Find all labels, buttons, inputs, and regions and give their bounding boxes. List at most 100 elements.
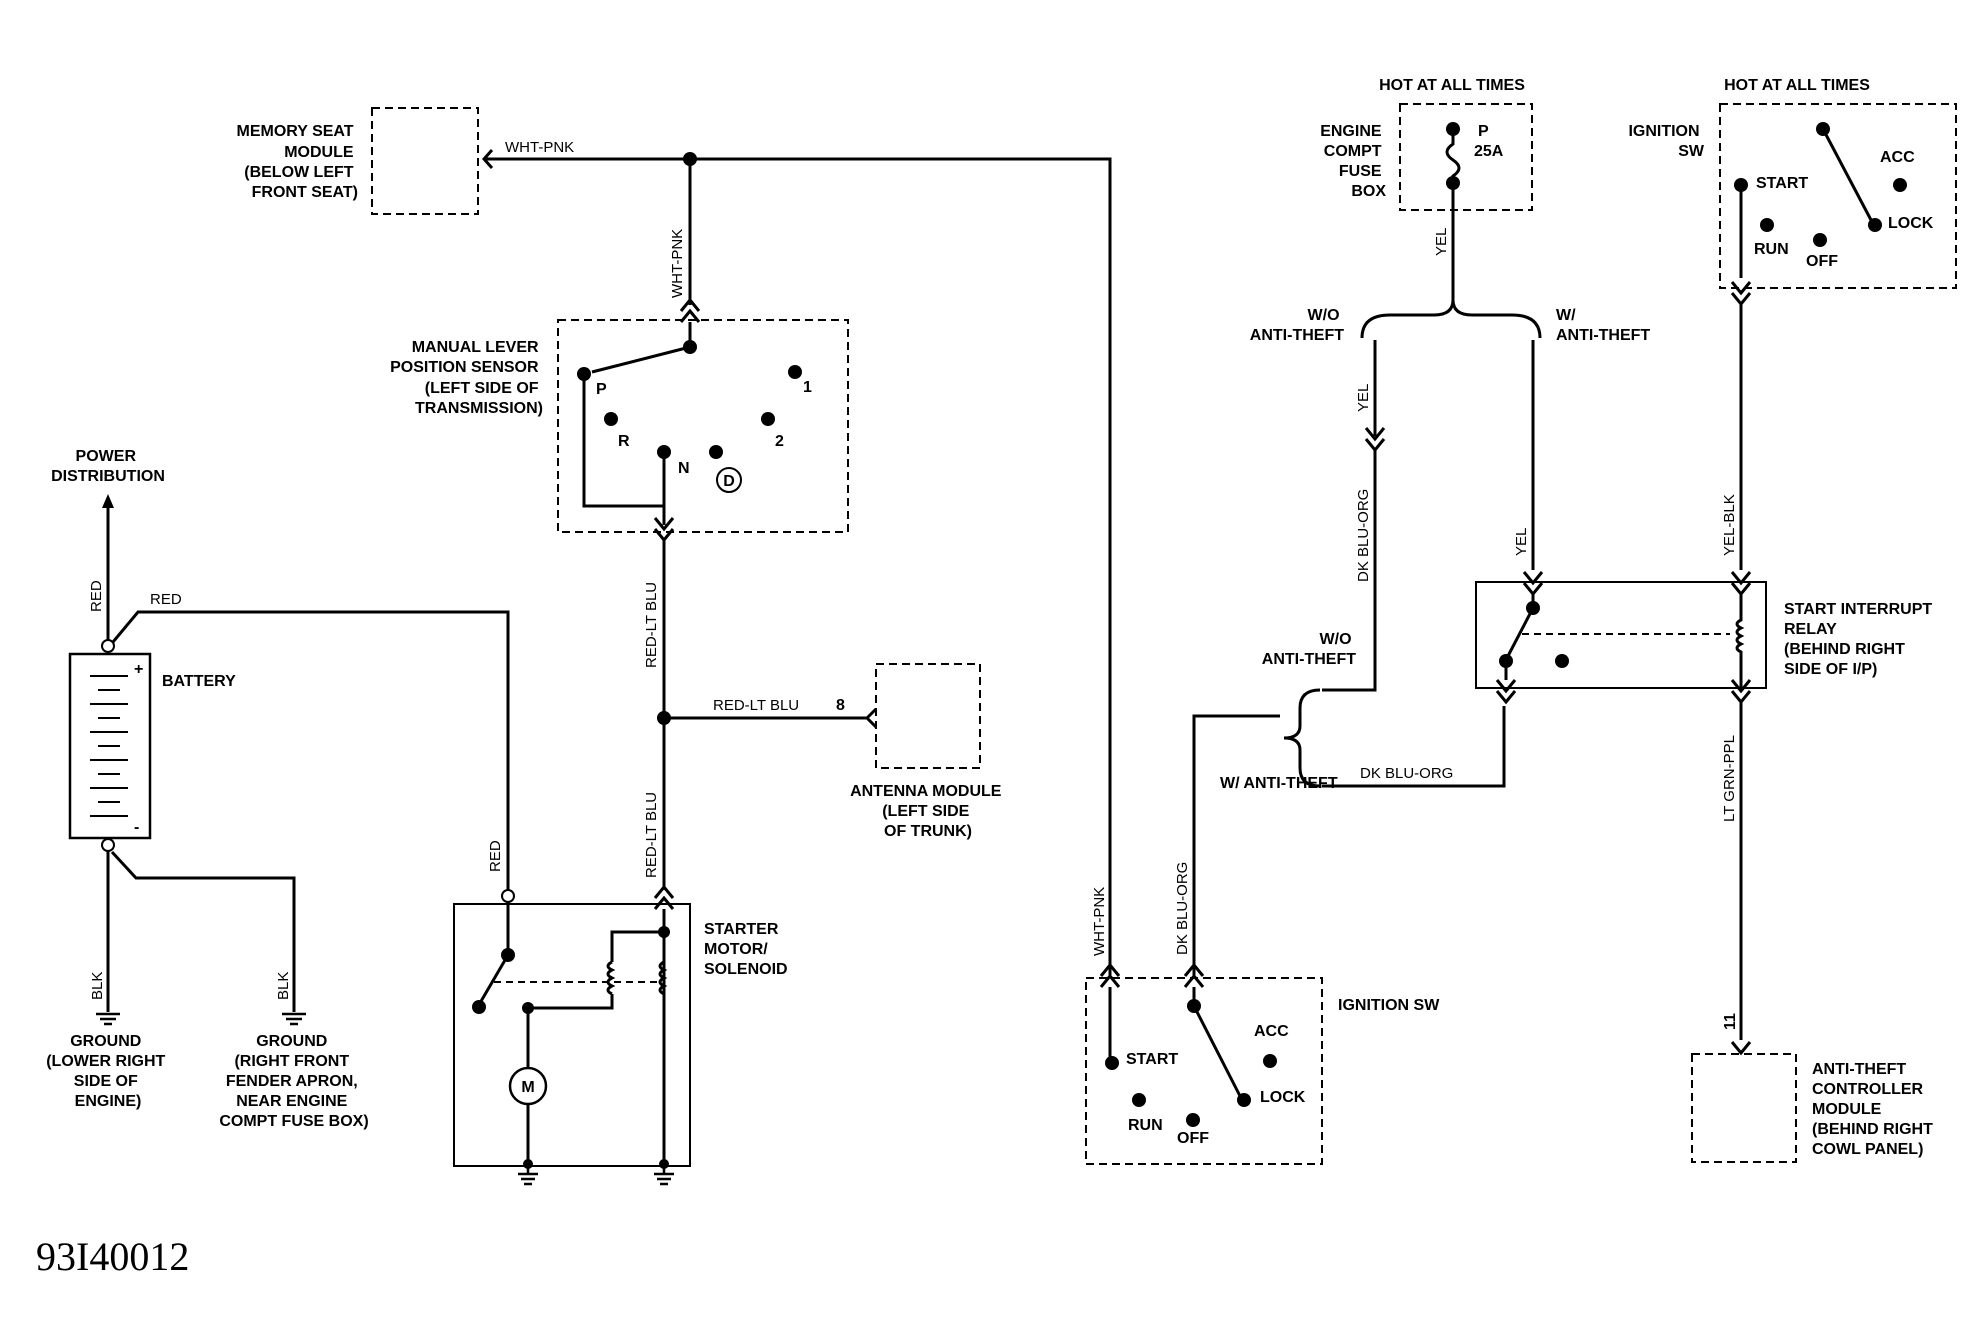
- connector-memory-seat: [481, 149, 494, 169]
- starter-box: [453, 903, 691, 1167]
- ign-bottom-lock-label: LOCK: [1260, 1089, 1306, 1106]
- position-d-circle: [716, 467, 742, 493]
- ign-top-off-dot: [1813, 233, 1827, 247]
- memory-seat-module-box: [371, 107, 479, 215]
- position-1-label: 1: [803, 379, 812, 396]
- relay-contact-nc: [1555, 654, 1569, 668]
- ign-top-lock-dot: [1868, 218, 1882, 232]
- ign-top-lock-label: LOCK: [1888, 215, 1934, 232]
- wire-label-dk-blu-org-v: DK BLU-ORG: [1355, 489, 1372, 582]
- ground-engine-symbol: [96, 1012, 120, 1026]
- fuse-id: P: [1478, 123, 1489, 140]
- wire-label-wht-pnk-v: WHT-PNK: [669, 229, 686, 298]
- wire-label-lt-grn-ppl: LT GRN-PPL: [1721, 735, 1738, 822]
- wire-label-red-lt-blu-2: RED-LT BLU: [643, 792, 660, 878]
- starter-contact-bottom: [472, 1000, 486, 1014]
- wire-label-blk-2: BLK: [275, 972, 292, 1000]
- start-interrupt-relay-box: [1475, 581, 1767, 689]
- antenna-module-box: [875, 663, 981, 769]
- ign-bottom-acc-label: ACC: [1254, 1023, 1289, 1040]
- battery-cells: [90, 675, 128, 817]
- starter-pull-in-feed: [610, 930, 664, 962]
- connector-ign-yel-blk: [1730, 281, 1752, 307]
- wire-dk-blu-org-wo: [1322, 450, 1377, 692]
- ign-top-switch-arm: [1821, 128, 1873, 221]
- battery-negative-terminal: [101, 838, 115, 852]
- ignition-switch-top-box: [1719, 103, 1957, 289]
- wire-label-yel-w: YEL: [1513, 528, 1530, 556]
- ground-engine-label: GROUND (LOWER RIGHT SIDE OF ENGINE): [46, 1033, 170, 1110]
- ign-top-run-dot: [1760, 218, 1774, 232]
- antenna-pin-number: 8: [836, 697, 845, 714]
- wo-anti-theft-top-label: W/O ANTI-THEFT: [1250, 307, 1344, 344]
- fuse-box-label: ENGINE COMPT FUSE BOX: [1320, 123, 1386, 200]
- ign-bottom-start-label: START: [1126, 1051, 1178, 1068]
- ign-top-acc-dot: [1893, 178, 1907, 192]
- anti-theft-module-label: ANTI-THEFT CONTROLLER MODULE (BEHIND RIG…: [1812, 1061, 1937, 1158]
- position-p-label: P: [596, 381, 607, 398]
- wire-label-yel-blk: YEL-BLK: [1721, 494, 1738, 556]
- starter-label: STARTER MOTOR/ SOLENOID: [704, 921, 788, 978]
- wire-label-wht-pnk-ign: WHT-PNK: [1091, 887, 1108, 956]
- starter-motor-label: M: [521, 1079, 534, 1096]
- position-2-dot: [761, 412, 775, 426]
- starter-motor-feed: [526, 994, 614, 1070]
- ign-bottom-run-dot: [1132, 1093, 1146, 1107]
- wire-label-yel-fuse: YEL: [1433, 228, 1450, 256]
- ign-top-run-label: RUN: [1754, 241, 1789, 258]
- starter-battery-terminal: [501, 889, 515, 903]
- arrow-power-distribution: [102, 494, 114, 508]
- position-r-label: R: [618, 433, 630, 450]
- ignition-switch-bottom-box: [1085, 977, 1323, 1165]
- connector-starter: [653, 884, 675, 910]
- position-d-dot: [709, 445, 723, 459]
- ign-top-off-label: OFF: [1806, 253, 1838, 270]
- position-1-dot: [788, 365, 802, 379]
- fuse-box-outline: [1399, 103, 1533, 211]
- wire-label-red-lt-blu-1: RED-LT BLU: [643, 582, 660, 668]
- fuse-rating: 25A: [1474, 143, 1504, 160]
- wire-dk-blu-org-to-ign: [1192, 714, 1280, 975]
- wire-label-dk-blu-org-ign: DK BLU-ORG: [1174, 862, 1191, 955]
- ground-fender-symbol: [282, 1012, 306, 1026]
- starter-switch-arm: [478, 954, 510, 1004]
- figure-id: 93I40012: [36, 1234, 189, 1279]
- relay-switch-arm: [1506, 607, 1535, 657]
- connector-ign-wht-pnk: [1099, 962, 1121, 988]
- ign-top-acc-label: ACC: [1880, 149, 1915, 166]
- hot-at-all-times-ign: HOT AT ALL TIMES: [1724, 77, 1870, 94]
- wire-wht-pnk-main: [484, 157, 1112, 975]
- connector-relay-dk-blu-org: [1495, 679, 1517, 705]
- memory-seat-module-label: MEMORY SEAT MODULE (BELOW LEFT FRONT SEA…: [237, 123, 359, 201]
- ignition-switch-bottom-label: IGNITION SW: [1338, 997, 1440, 1014]
- sensor-arm: [591, 345, 691, 374]
- starter-pull-in-coil: [606, 960, 616, 996]
- option-brace-mid: [1283, 688, 1321, 788]
- wire-label-red-starter: RED: [487, 840, 504, 872]
- ign-bottom-acc-dot: [1263, 1054, 1277, 1068]
- ground-fender-label: GROUND (RIGHT FRONT FENDER APRON, NEAR E…: [219, 1033, 368, 1130]
- connector-ign-dk-blu-org: [1183, 962, 1205, 988]
- anti-theft-module-box: [1691, 1053, 1797, 1163]
- starter-hold-in-coil: [658, 960, 668, 996]
- fuse-element: [1445, 129, 1461, 183]
- wire-blk-fender-ground: [110, 850, 296, 1012]
- option-brace-top: [1360, 299, 1542, 339]
- ign-bottom-run-label: RUN: [1128, 1117, 1163, 1134]
- manual-lever-sensor-label: MANUAL LEVER POSITION SENSOR (LEFT SIDE …: [390, 339, 543, 417]
- wire-label-red-batt-v: RED: [88, 580, 105, 612]
- connector-antenna: [864, 707, 878, 729]
- position-r-dot: [604, 412, 618, 426]
- connector-sensor-top: [679, 297, 701, 323]
- ignition-switch-top-label: IGNITION SW: [1628, 123, 1704, 160]
- antenna-module-label: ANTENNA MODULE (LEFT SIDE OF TRUNK): [850, 783, 1006, 840]
- w-anti-theft-top-label: W/ ANTI-THEFT: [1556, 307, 1650, 344]
- ign-bottom-start-dot: [1105, 1056, 1119, 1070]
- ign-bottom-lock-dot: [1237, 1093, 1251, 1107]
- battery-positive-terminal: [101, 639, 115, 653]
- position-2-label: 2: [775, 433, 784, 450]
- connector-anti-theft-module: [1730, 1041, 1752, 1056]
- starter-motor-splice: [522, 1002, 534, 1014]
- wire-label-yel-wo: YEL: [1355, 384, 1372, 412]
- relay-coil: [1735, 594, 1745, 690]
